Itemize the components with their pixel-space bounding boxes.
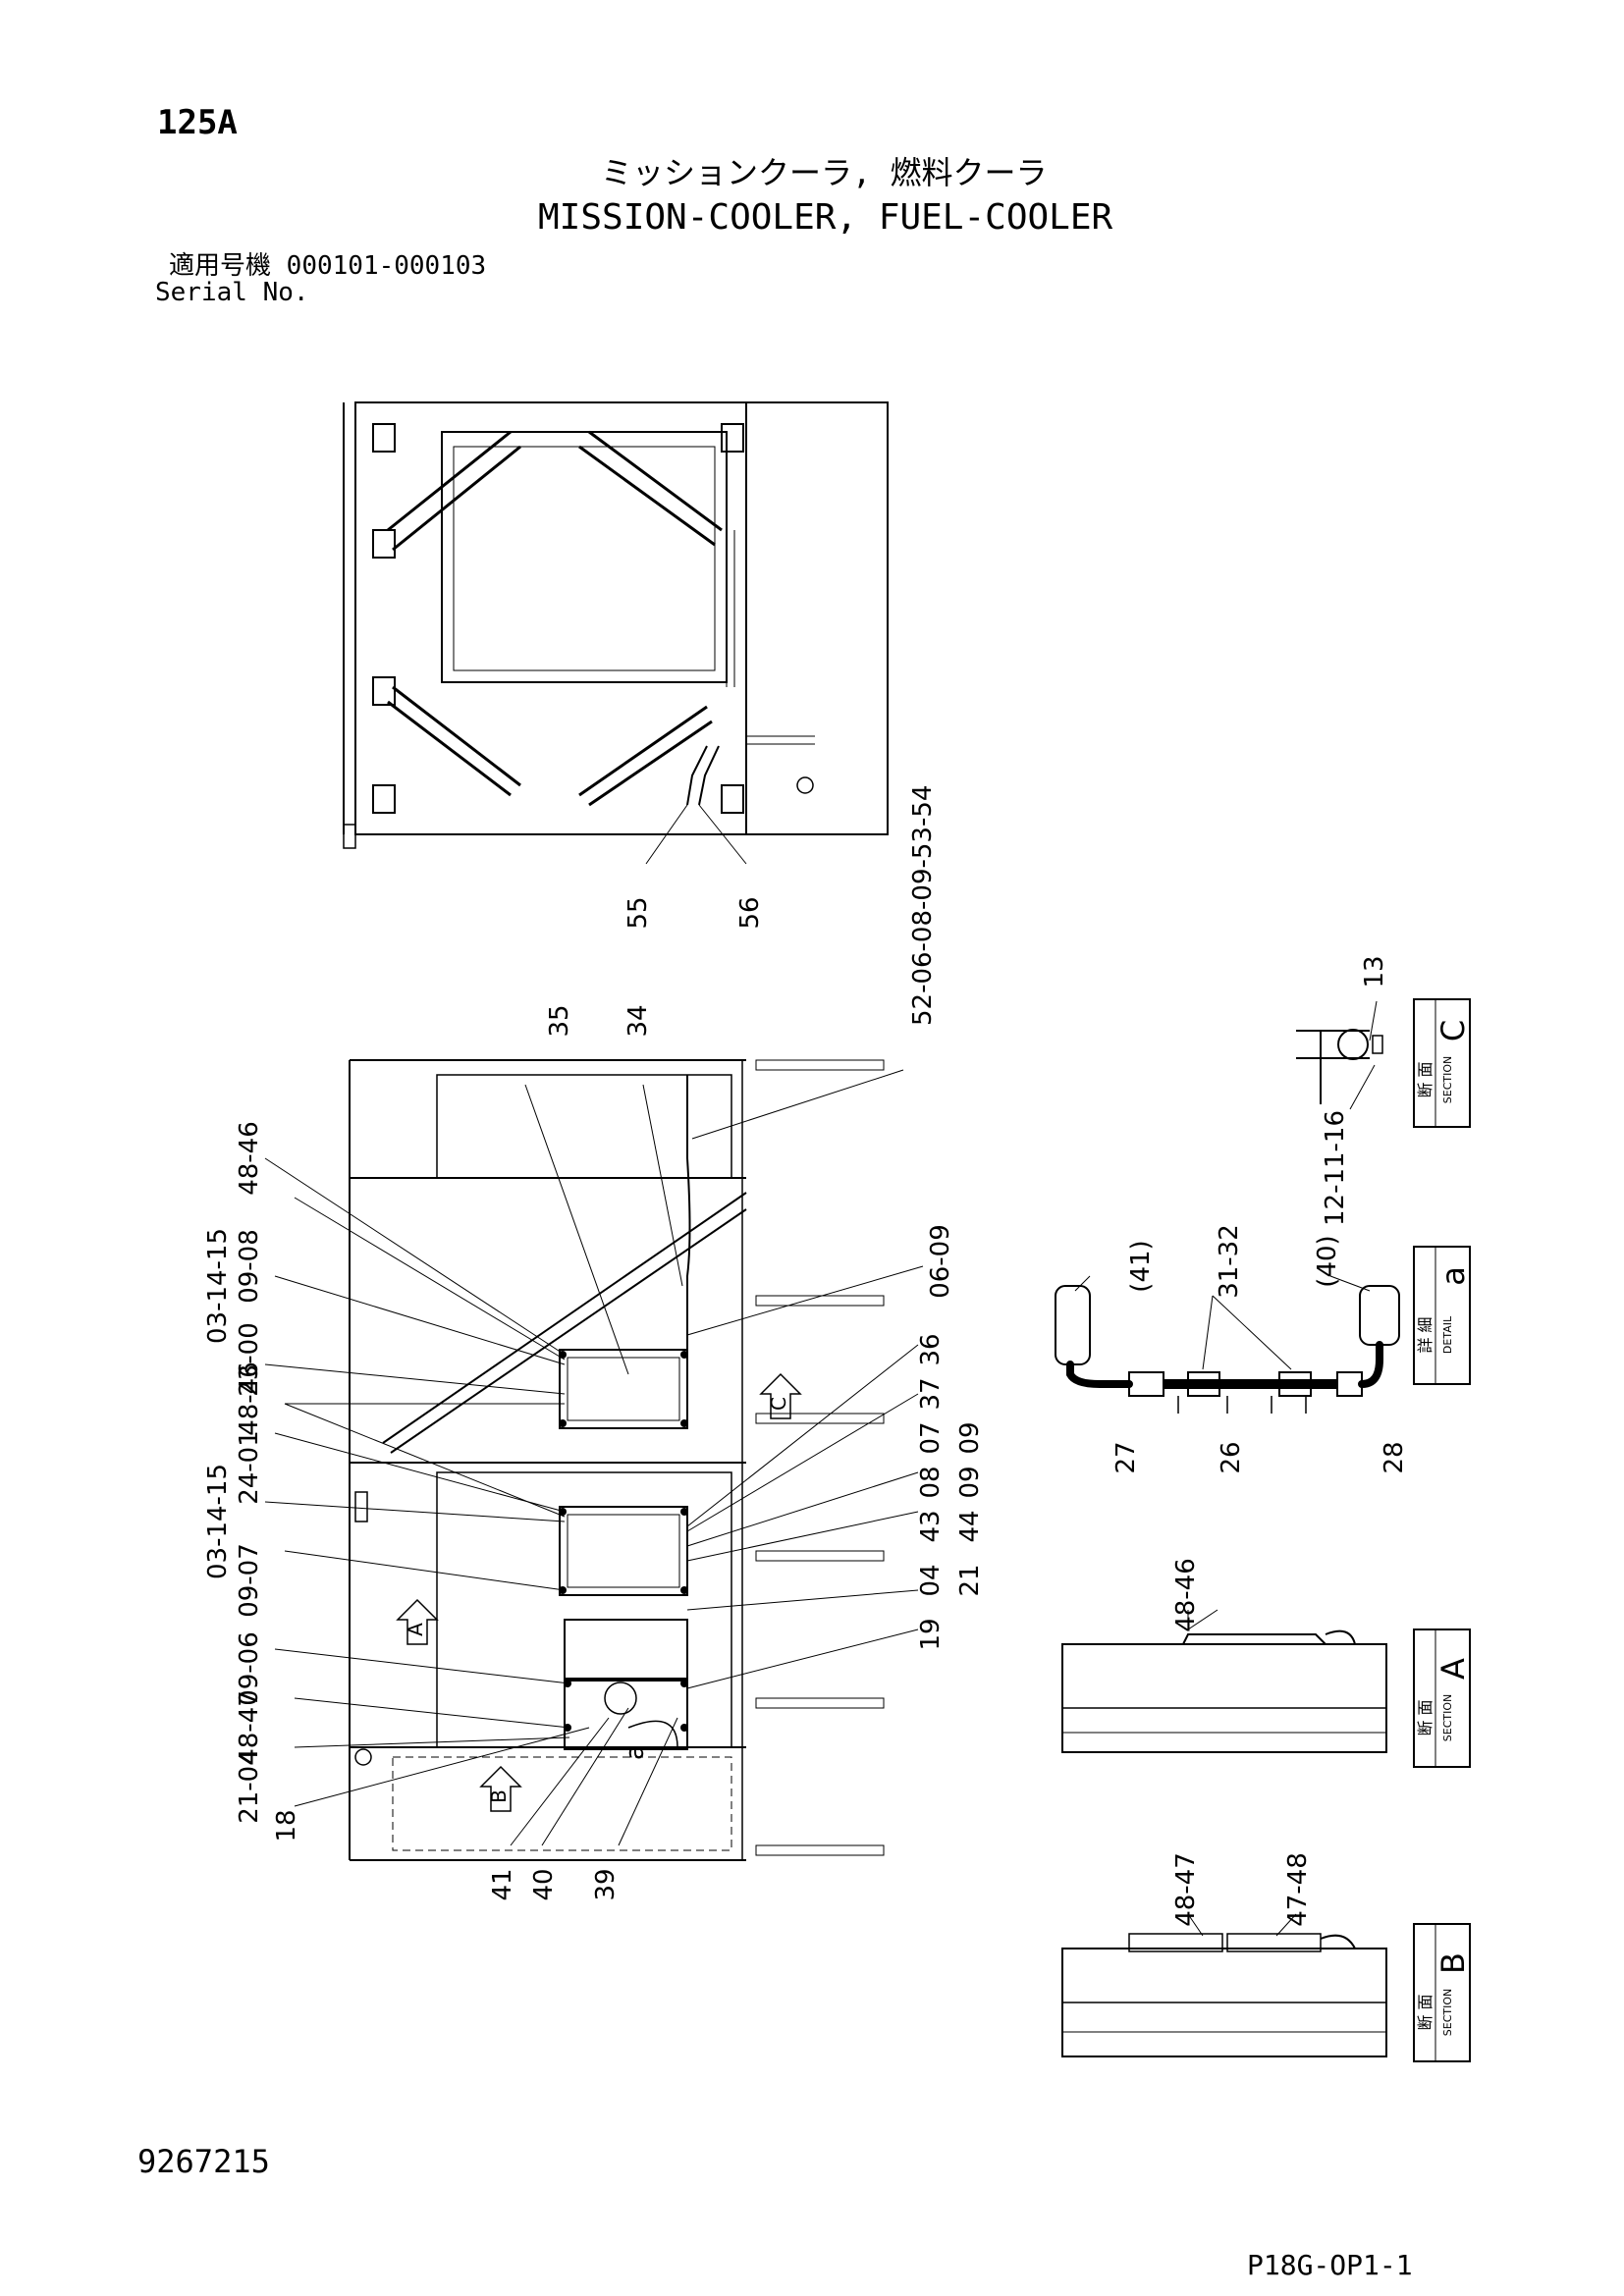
top-callouts: 55 56 (623, 896, 765, 929)
section-b-label-en: SECTION (1441, 1989, 1454, 2036)
serial-line: 適用号機 000101-000103 (169, 253, 486, 279)
section-a-view (1061, 1609, 1471, 1768)
top-view (343, 401, 889, 865)
callout-13: 13 (1360, 955, 1389, 988)
document-number: 9267215 (137, 2143, 270, 2180)
section-a-letter: A (1435, 1658, 1472, 1680)
callout-21: 21 (955, 1564, 985, 1596)
callout-48-46-c: 48-46 (1171, 1558, 1201, 1632)
callout-09-08-a: 09-08 (235, 1229, 264, 1304)
callout-56: 56 (735, 896, 765, 929)
section-c-labels: 断 面 SECTION C 13 12-11-16 (1321, 955, 1472, 1226)
callout-37: 37 (916, 1377, 946, 1410)
callout-09-07-a: 09-07 (235, 1543, 264, 1618)
section-b-labels: 断 面 SECTION B 48-47 47-48 (1171, 1852, 1472, 2036)
callout-19: 19 (916, 1618, 946, 1650)
callout-04: 04 (916, 1564, 946, 1596)
callout-31-32: 31-32 (1215, 1224, 1244, 1299)
callout-40-paren: (40) (1313, 1235, 1342, 1287)
section-a-label-en: SECTION (1441, 1694, 1454, 1741)
callout-43: 43 (916, 1510, 946, 1542)
callout-26: 26 (1217, 1441, 1246, 1473)
main-view (349, 1059, 885, 1861)
callout-35: 35 (545, 1004, 574, 1037)
callout-03-14-15-a: 03-14-15 (203, 1228, 233, 1344)
callout-09-06: 09-06 (235, 1631, 264, 1706)
callout-09-r2: 09 (955, 1466, 985, 1498)
callout-23-00: 23-00 (235, 1322, 264, 1397)
section-c-view (1296, 998, 1471, 1128)
callout-28: 28 (1380, 1441, 1409, 1473)
callout-08: 08 (916, 1466, 946, 1498)
callout-48-47-b: 48-47 (1171, 1852, 1201, 1927)
page-reference: P18G-OP1-1 (1247, 2249, 1413, 2281)
callout-27: 27 (1111, 1441, 1141, 1473)
callout-06-09-a: 06-09 (926, 1224, 955, 1299)
detail-a-labels: 詳 細 DETAIL a (41) 31-32 (40) 27 26 28 (1111, 1224, 1472, 1473)
callout-34: 34 (623, 1004, 653, 1037)
detail-a-label-jp: 詳 細 (1416, 1316, 1435, 1353)
serial-label-jp: 適用号機 (169, 251, 272, 281)
detail-a-label-en: DETAIL (1441, 1315, 1454, 1354)
callout-47-48: 47-48 (1283, 1852, 1313, 1927)
callout-21-04-a: 21-04 (235, 1749, 264, 1824)
title-japanese: ミッションクーラ, 燃料クーラ (601, 154, 1048, 191)
section-b-label-jp: 断 面 (1416, 1994, 1435, 2030)
callout-a: a (621, 1744, 650, 1760)
section-c-label-en: SECTION (1441, 1056, 1454, 1103)
callout-07: 07 (916, 1421, 946, 1454)
section-b-view (1061, 1913, 1471, 2062)
section-c-label-jp: 断 面 (1416, 1061, 1435, 1097)
detail-a-view (1055, 1246, 1471, 1414)
main-leaders (264, 1069, 924, 1846)
callout-39: 39 (591, 1868, 621, 1900)
callout-12-11-16: 12-11-16 (1321, 1110, 1350, 1226)
serial-range: 000101-000103 (286, 251, 487, 281)
callout-09-r1: 09 (955, 1421, 985, 1454)
callout-48-47: 48-47 (235, 1690, 264, 1765)
callout-41: 41 (488, 1868, 517, 1900)
title-english: MISSION-COOLER, FUEL-COOLER (538, 197, 1113, 238)
callout-41-paren: (41) (1126, 1240, 1156, 1292)
callout-48-46-a: 48-46 (235, 1121, 264, 1196)
callout-55: 55 (623, 896, 653, 929)
callout-18: 18 (272, 1809, 301, 1842)
detail-a-letter: a (1435, 1266, 1472, 1286)
view-arrow-b: B (487, 1789, 511, 1803)
serial-label-en: Serial No. (155, 278, 309, 307)
callout-52-06-08-09-53-54: 52-06-08-09-53-54 (908, 785, 938, 1026)
main-callouts: 48-46 09-08 03-14-15 23-00 48-46 24-01 0… (203, 785, 985, 1901)
view-arrow-c: C (767, 1397, 790, 1411)
callout-44: 44 (955, 1510, 985, 1542)
callout-36: 36 (916, 1333, 946, 1365)
main-arrow-labels: C A B (404, 1397, 790, 1803)
section-a-labels: 断 面 SECTION A 48-46 (1171, 1558, 1472, 1741)
page-code: 125A (157, 103, 238, 142)
callout-24-01: 24-01 (235, 1430, 264, 1505)
callout-03-14-15-b: 03-14-15 (203, 1464, 233, 1579)
callout-40: 40 (529, 1868, 559, 1900)
callout-48-46-b: 48-46 (235, 1362, 264, 1436)
view-arrow-a: A (404, 1623, 427, 1636)
section-a-label-jp: 断 面 (1416, 1699, 1435, 1735)
section-b-letter: B (1435, 1952, 1472, 1974)
section-c-letter: C (1435, 1020, 1472, 1041)
